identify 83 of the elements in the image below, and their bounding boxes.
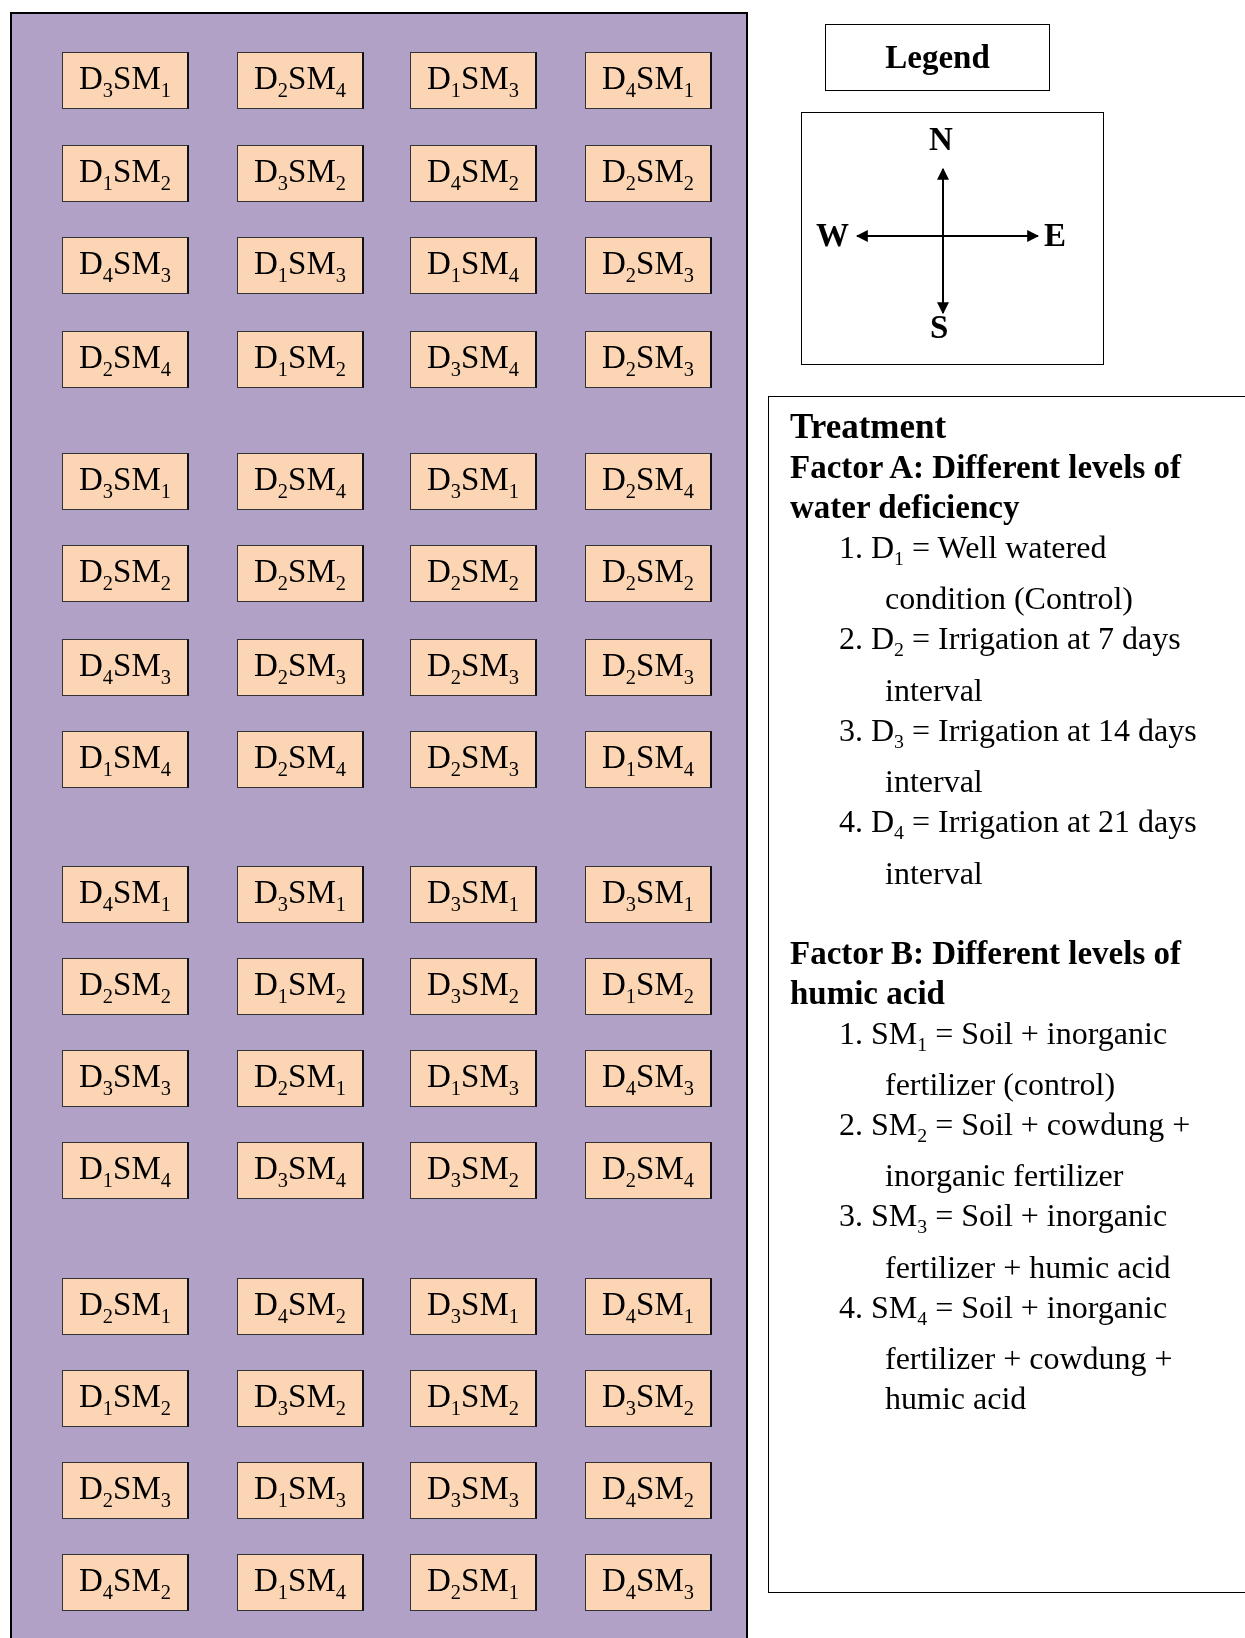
list-item: 3. D$_{3}$ = Irrigation at 14 days interval: [838, 710, 1198, 802]
list-item: 4. D$_{4}$ = Irrigation at 21 days interval: [838, 802, 1198, 893]
treatment-plot: D$_{3}$SM$_{4}$: [410, 331, 537, 388]
treatment-plot: D$_{2}$SM$_{1}$: [237, 1050, 364, 1107]
list-item: 1. SM$_{1}$ = Soil + inorganic fertilizer (control): [838, 1013, 1169, 1104]
field-plot-area: [10, 12, 748, 1638]
treatment-plot: D$_{1}$SM$_{4}$: [410, 237, 537, 294]
compass-box: [801, 112, 1104, 365]
treatment-plot: D$_{1}$SM$_{3}$: [237, 237, 364, 294]
direction-letter: W: [816, 217, 849, 253]
treatment-plot: D$_{1}$SM$_{3}$: [237, 1462, 364, 1519]
treatment-plot: D$_{2}$SM$_{4}$: [237, 52, 364, 109]
treatment-plot: D$_{2}$SM$_{1}$: [62, 1278, 189, 1335]
treatment-plot: D$_{1}$SM$_{2}$: [62, 1370, 189, 1427]
treatment-plot: D$_{1}$SM$_{4}$: [237, 1554, 364, 1611]
treatment-plot: D$_{3}$SM$_{1}$: [410, 1278, 537, 1335]
treatment-legend-box: [768, 396, 1245, 1593]
treatment-plot: D$_{3}$SM$_{2}$: [410, 1142, 537, 1199]
treatment-plot: D$_{2}$SM$_{3}$: [585, 237, 712, 294]
treatment-plot: D$_{4}$SM$_{3}$: [585, 1554, 712, 1611]
treatment-plot: D$_{2}$SM$_{2}$: [585, 545, 712, 602]
treatment-plot: D$_{2}$SM$_{2}$: [237, 545, 364, 602]
treatment-plot: D$_{3}$SM$_{1}$: [62, 453, 189, 510]
treatment-plot: D$_{4}$SM$_{1}$: [585, 1278, 712, 1335]
treatment-plot: D$_{1}$SM$_{2}$: [62, 145, 189, 202]
list-item: 1. D$_{1}$ = Well watered condition (Control): [838, 528, 1134, 619]
treatment-plot: D$_{1}$SM$_{2}$: [585, 958, 712, 1015]
treatment-plot: D$_{1}$SM$_{4}$: [585, 731, 712, 788]
treatment-plot: D$_{2}$SM$_{4}$: [237, 453, 364, 510]
treatment-plot: D$_{2}$SM$_{3}$: [410, 639, 537, 696]
treatment-plot: D$_{3}$SM$_{2}$: [237, 1370, 364, 1427]
treatment-plot: D$_{2}$SM$_{3}$: [237, 639, 364, 696]
treatment-plot: D$_{1}$SM$_{4}$: [62, 731, 189, 788]
legend-title-box: Legend: [825, 24, 1050, 91]
treatment-plot: D$_{1}$SM$_{3}$: [410, 1050, 537, 1107]
list-item: 4. SM$_{4}$ = Soil + inorganic fertilizer + cowdung + humic acid: [838, 1287, 1174, 1419]
treatment-plot: D$_{3}$SM$_{1}$: [237, 866, 364, 923]
treatment-plot: D$_{4}$SM$_{2}$: [410, 145, 537, 202]
treatment-plot: D$_{3}$SM$_{2}$: [237, 145, 364, 202]
factor-heading: Factor B: Different levels of humic acid: [790, 933, 1183, 1013]
list-item: 2. D$_{2}$ = Irrigation at 7 days interval: [838, 619, 1182, 710]
treatment-plot: D$_{3}$SM$_{4}$: [237, 1142, 364, 1199]
direction-letter: N: [929, 121, 953, 157]
treatment-plot: D$_{2}$SM$_{4}$: [585, 453, 712, 510]
direction-letter: S: [930, 309, 949, 345]
treatment-plot: D$_{3}$SM$_{1}$: [585, 866, 712, 923]
heading: Treatment: [790, 407, 948, 447]
treatment-plot: D$_{4}$SM$_{2}$: [237, 1278, 364, 1335]
treatment-plot: D$_{2}$SM$_{4}$: [585, 1142, 712, 1199]
treatment-plot: D$_{3}$SM$_{3}$: [62, 1050, 189, 1107]
treatment-plot: D$_{2}$SM$_{2}$: [62, 958, 189, 1015]
treatment-plot: D$_{2}$SM$_{2}$: [585, 145, 712, 202]
treatment-plot: D$_{2}$SM$_{4}$: [62, 331, 189, 388]
treatment-plot: D$_{2}$SM$_{3}$: [62, 1462, 189, 1519]
treatment-plot: D$_{2}$SM$_{2}$: [410, 545, 537, 602]
treatment-plot: D$_{4}$SM$_{2}$: [585, 1462, 712, 1519]
treatment-plot: D$_{2}$SM$_{3}$: [585, 331, 712, 388]
treatment-plot: D$_{3}$SM$_{1}$: [410, 453, 537, 510]
treatment-plot: D$_{2}$SM$_{3}$: [410, 731, 537, 788]
treatment-plot: D$_{4}$SM$_{1}$: [62, 866, 189, 923]
factor-heading: Factor A: Different levels of water deficiency: [790, 448, 1183, 527]
treatment-plot: D$_{4}$SM$_{3}$: [62, 639, 189, 696]
treatment-plot: D$_{4}$SM$_{3}$: [585, 1050, 712, 1107]
list-item: 2. SM$_{2}$ = Soil + cowdung + inorganic fertilizer: [838, 1104, 1192, 1196]
treatment-plot: D$_{4}$SM$_{1}$: [585, 52, 712, 109]
list-item: 3. SM$_{3}$ = Soil + inorganic fertilizer + humic acid: [838, 1196, 1172, 1287]
treatment-plot: D$_{3}$SM$_{3}$: [410, 1462, 537, 1519]
treatment-plot: D$_{2}$SM$_{3}$: [585, 639, 712, 696]
treatment-plot: D$_{3}$SM$_{1}$: [410, 866, 537, 923]
treatment-plot: D$_{3}$SM$_{2}$: [410, 958, 537, 1015]
treatment-plot: D$_{2}$SM$_{1}$: [410, 1554, 537, 1611]
treatment-plot: D$_{1}$SM$_{3}$: [410, 52, 537, 109]
direction-letter: E: [1044, 217, 1066, 253]
treatment-plot: D$_{1}$SM$_{2}$: [237, 958, 364, 1015]
treatment-plot: D$_{2}$SM$_{2}$: [62, 545, 189, 602]
treatment-plot: D$_{3}$SM$_{1}$: [62, 52, 189, 109]
treatment-plot: D$_{3}$SM$_{2}$: [585, 1370, 712, 1427]
treatment-plot: D$_{1}$SM$_{2}$: [410, 1370, 537, 1427]
treatment-plot: D$_{1}$SM$_{4}$: [62, 1142, 189, 1199]
treatment-plot: D$_{2}$SM$_{4}$: [237, 731, 364, 788]
treatment-plot: D$_{4}$SM$_{3}$: [62, 237, 189, 294]
treatment-plot: D$_{1}$SM$_{2}$: [237, 331, 364, 388]
treatment-plot: D$_{4}$SM$_{2}$: [62, 1554, 189, 1611]
